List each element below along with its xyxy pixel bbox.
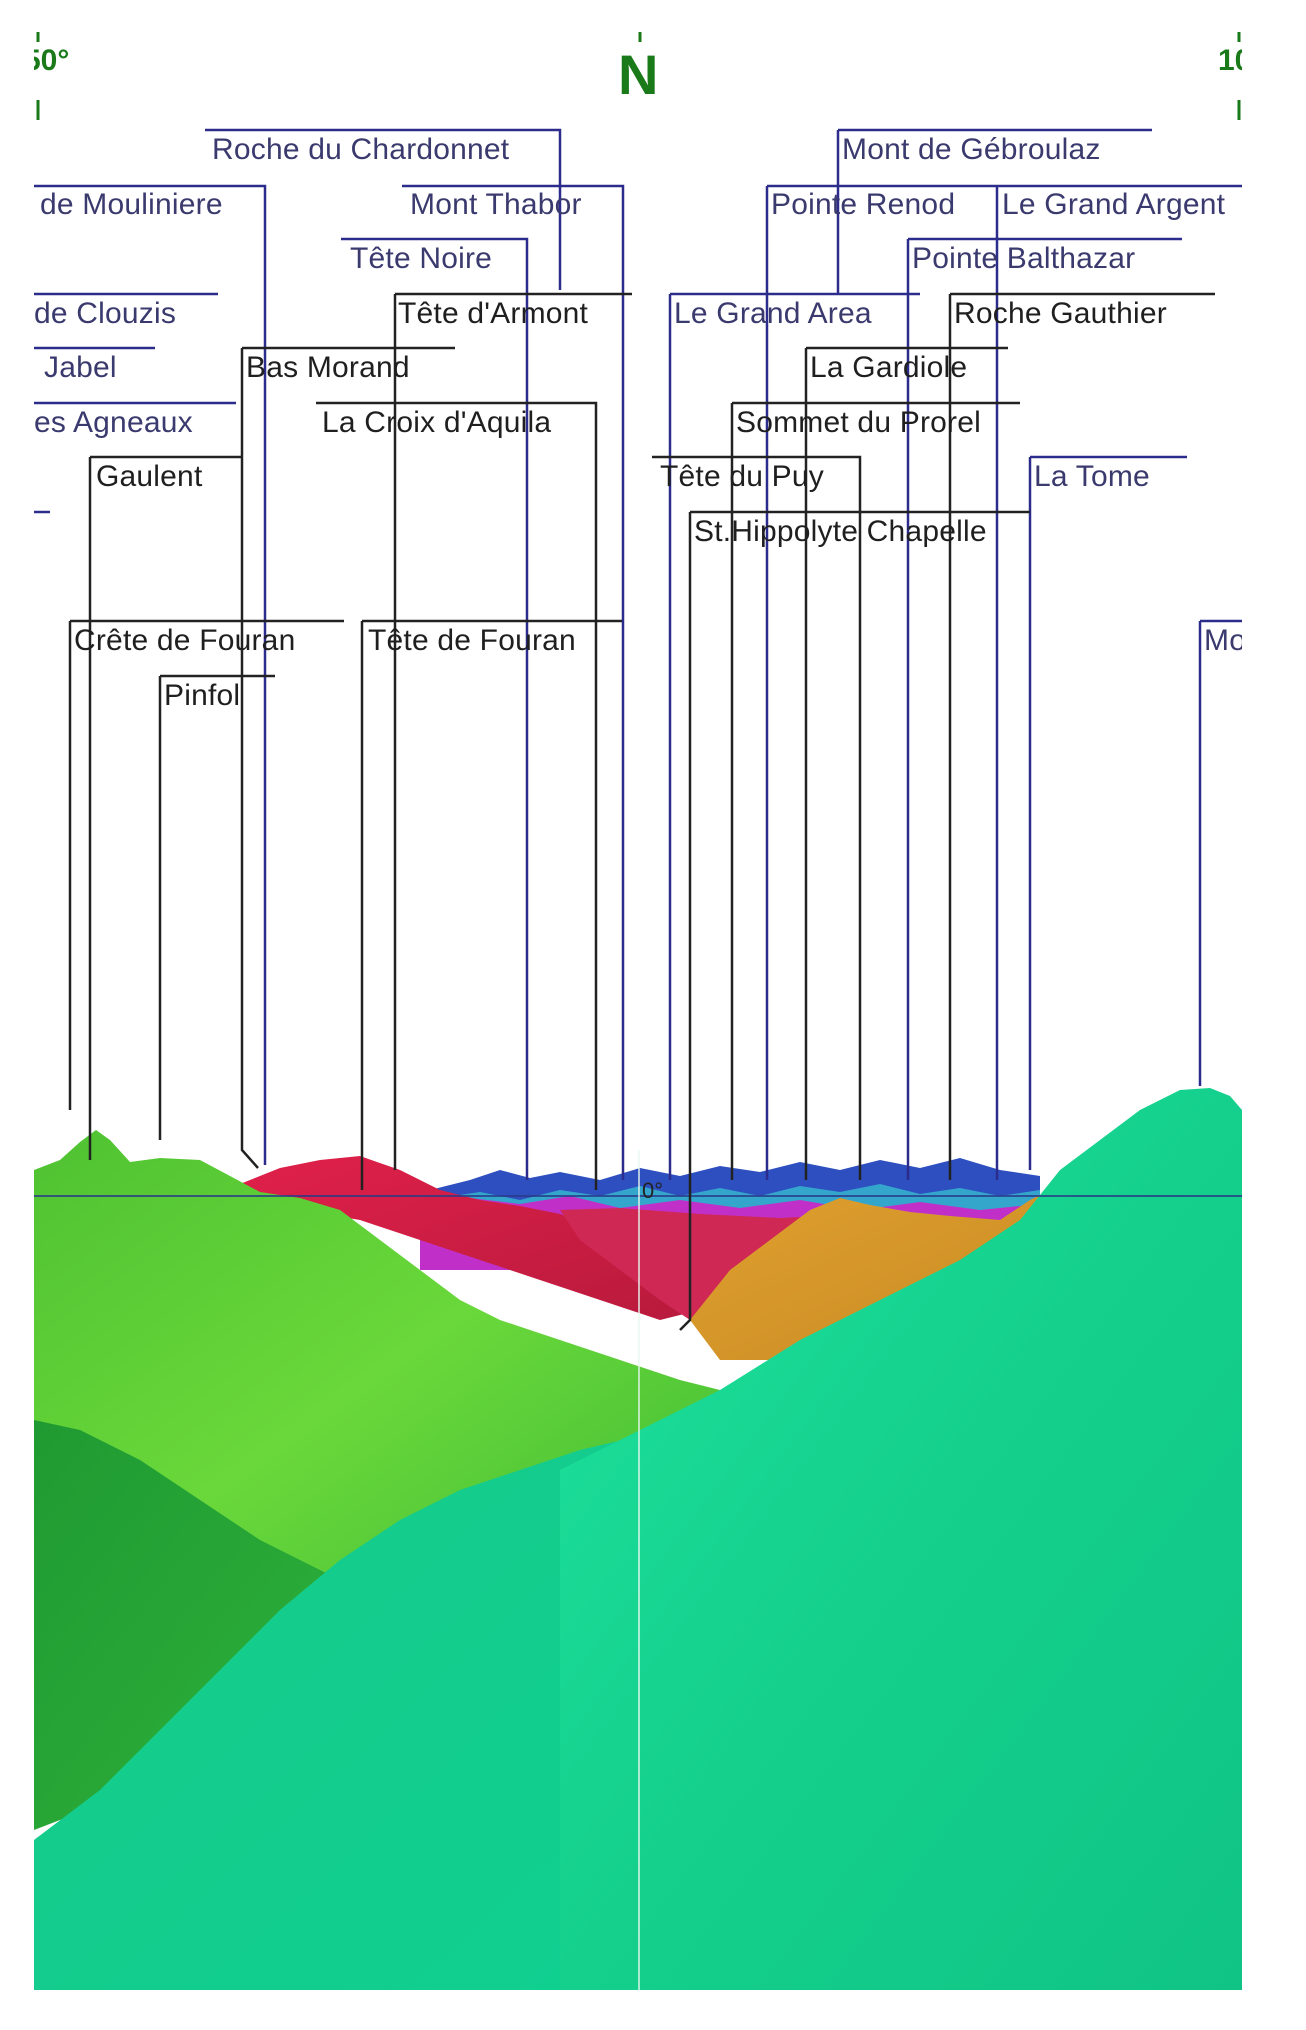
ridge-dark-green bbox=[34, 1420, 360, 1830]
peak-label-es-agneaux: es Agneaux bbox=[34, 406, 193, 439]
peak-label-gaulent: Gaulent bbox=[96, 460, 203, 493]
leader-lines-black bbox=[68, 292, 1215, 1331]
peak-label-mont-thabor: Mont Thabor bbox=[410, 188, 582, 221]
peak-label-st-hippolyte-chapelle: St.Hippolyte Chapelle bbox=[694, 515, 987, 548]
peak-label-pointe-balthazar: Pointe Balthazar bbox=[912, 242, 1136, 275]
peak-label-le-grand-area: Le Grand Area bbox=[674, 297, 872, 330]
ridge-orange bbox=[690, 1190, 1060, 1360]
peak-label-tete-darmont: Tête d'Armont bbox=[398, 297, 589, 330]
peak-label-mo: Mo bbox=[1204, 624, 1247, 657]
peak-label-crete-de-fouran: Crête de Fouran bbox=[74, 624, 296, 657]
peak-label-roche-gauthier: Roche Gauthier bbox=[954, 297, 1167, 330]
horizon-degree-label: 0° bbox=[642, 1178, 664, 1203]
ridge-green bbox=[34, 1130, 720, 1620]
peak-label-mont-de-gebroulaz: Mont de Gébroulaz bbox=[842, 133, 1101, 166]
leader-lines-blue bbox=[34, 128, 1242, 1180]
ridge-teal-main bbox=[560, 1088, 1242, 1990]
clip-right-margin bbox=[1242, 0, 1306, 2030]
peak-label-bas-morand: Bas Morand bbox=[246, 351, 410, 384]
peak-label-tete-noire: Tête Noire bbox=[350, 242, 493, 275]
peak-label-jabel: Jabel bbox=[44, 351, 117, 384]
compass-label-north: N bbox=[618, 43, 659, 106]
peak-label-le-grand-argent: Le Grand Argent bbox=[1002, 188, 1226, 221]
peak-label-pinfol: Pinfol bbox=[164, 679, 241, 712]
peak-label-la-gardiole: La Gardiole bbox=[810, 351, 968, 384]
peak-label-sommet-du-prorel: Sommet du Prorel bbox=[736, 406, 981, 439]
peak-label-de-mouliniere: de Mouliniere bbox=[40, 188, 223, 221]
peak-label-la-croix-daquila: La Croix d'Aquila bbox=[322, 406, 552, 439]
ridge-teal-left bbox=[34, 1436, 640, 1990]
peak-label-la-tome: La Tome bbox=[1034, 460, 1150, 493]
peak-label-tete-de-fouran: Tête de Fouran bbox=[368, 624, 576, 657]
peak-label-roche-du-chardonnet: Roche du Chardonnet bbox=[212, 133, 510, 166]
peak-label-de-clouzis: de Clouzis bbox=[34, 297, 177, 330]
clip-left-margin bbox=[0, 0, 34, 2030]
peak-label-tete-du-puy: Tête du Puy bbox=[660, 460, 824, 493]
peak-label-pointe-renod: Pointe Renod bbox=[771, 188, 956, 221]
